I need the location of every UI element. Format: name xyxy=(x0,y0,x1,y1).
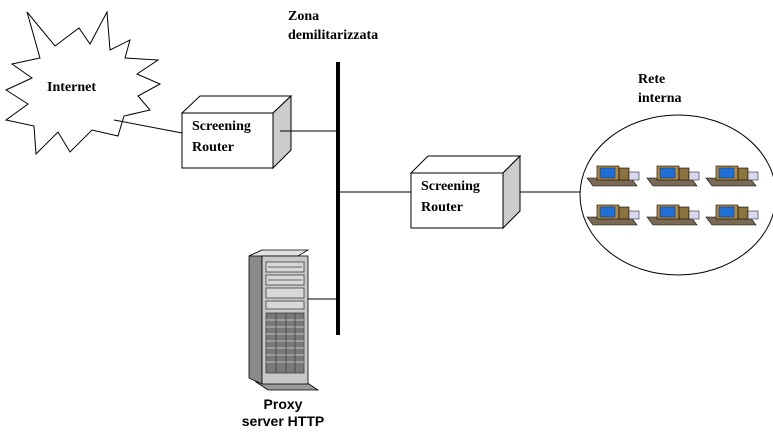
proxy-server-icon xyxy=(248,249,320,391)
router1-label-line1: Screening xyxy=(192,119,251,134)
router2-label-line1: Screening xyxy=(421,179,480,194)
workstation-icon xyxy=(646,165,700,187)
internet-label: Internet xyxy=(47,80,96,95)
internal-network-label-line2: interna xyxy=(638,91,682,106)
workstation-icon xyxy=(646,204,700,226)
internal-network-ellipse xyxy=(579,114,773,276)
dmz-label-line1: Zona xyxy=(288,9,320,24)
workstation-icon xyxy=(586,204,640,226)
internet-cloud-shape xyxy=(4,10,162,156)
workstation-icon xyxy=(705,165,759,187)
dmz-label-line2: demilitarizzata xyxy=(288,28,379,43)
router1-label-line2: Router xyxy=(192,140,234,155)
workstation-group xyxy=(586,165,759,226)
proxy-label-line1: Proxy xyxy=(263,396,303,412)
router2-label-line2: Router xyxy=(421,200,463,215)
proxy-label-line2: server HTTP xyxy=(241,413,325,429)
internal-network-label-line1: Rete xyxy=(638,72,666,87)
screening-router-2-box xyxy=(409,154,522,230)
workstation-icon xyxy=(586,165,640,187)
link-internet-router xyxy=(113,119,183,134)
screening-router-1-box xyxy=(180,94,293,170)
workstation-icon xyxy=(705,204,759,226)
